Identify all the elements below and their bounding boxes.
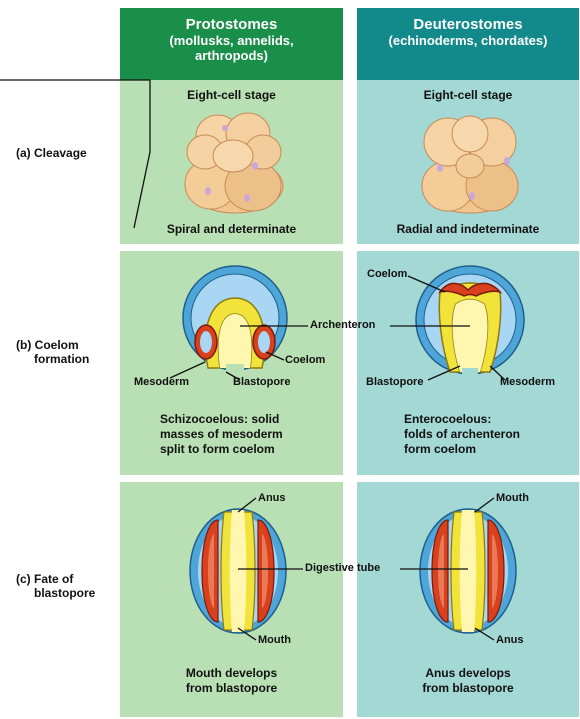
row-label-blastopore-line1: Fate of — [34, 572, 73, 586]
protostome-cleavage-caption: Spiral and determinate — [120, 222, 343, 237]
enterocoelous-line2: folds of archenteron — [404, 427, 520, 442]
row-label-cleavage-text: Cleavage — [34, 146, 87, 160]
protostomes-title: Protostomes — [120, 16, 343, 33]
schizocoelous-line2: masses of mesoderm — [160, 427, 283, 442]
row-label-blastopore-line2: blastopore — [16, 586, 95, 600]
archenteron-label: Archenteron — [310, 319, 375, 331]
deuterostome-coelom-caption: Enterocoelous: folds of archenteron form… — [404, 412, 520, 457]
protostomes-subtitle-line1: (mollusks, annelids, — [120, 33, 343, 48]
mouth-develops-line2: from blastopore — [120, 681, 343, 696]
row-letter-c: (c) — [16, 572, 31, 586]
row-letter-b: (b) — [16, 338, 31, 352]
deuterostome-blastopore-caption: Anus develops from blastopore — [357, 666, 579, 696]
coelom-label-left: Coelom — [285, 354, 325, 366]
row-label-blastopore: (c) Fate of blastopore — [16, 572, 95, 600]
protostome-stage-label: Eight-cell stage — [120, 88, 343, 103]
protostomes-header: Protostomes (mollusks, annelids, arthrop… — [120, 8, 343, 80]
protostome-blastopore-caption: Mouth develops from blastopore — [120, 666, 343, 696]
deuterostome-cleavage-caption: Radial and indeterminate — [357, 222, 579, 237]
deuterostomes-title: Deuterostomes — [357, 16, 579, 33]
anus-develops-line1: Anus develops — [357, 666, 579, 681]
schizocoelous-line3: split to form coelom — [160, 442, 283, 457]
deuterostomes-header: Deuterostomes (echinoderms, chordates) — [357, 8, 579, 80]
row-label-coelom: (b) Coelom formation — [16, 338, 89, 366]
schizocoelous-line1: Schizocoelous: solid — [160, 412, 283, 427]
protostome-coelom-caption: Schizocoelous: solid masses of mesoderm … — [160, 412, 283, 457]
row-label-coelom-line2: formation — [16, 352, 89, 366]
anus-label-right: Anus — [496, 634, 524, 646]
coelom-label-right: Coelom — [367, 268, 407, 280]
row-label-cleavage: (a) Cleavage — [16, 146, 87, 160]
mouth-label-left: Mouth — [258, 634, 291, 646]
protostome-eight-cell-embryo — [175, 106, 290, 216]
protostomes-subtitle-line2: arthropods) — [120, 48, 343, 63]
deuterostome-stage-label: Eight-cell stage — [357, 88, 579, 103]
digestive-tube-label: Digestive tube — [305, 562, 380, 574]
mouth-label-right: Mouth — [496, 492, 529, 504]
anus-develops-line2: from blastopore — [357, 681, 579, 696]
protostome-gastrula-diagram — [180, 260, 290, 380]
deuterostome-gastrula-diagram — [410, 262, 530, 382]
enterocoelous-line3: form coelom — [404, 442, 520, 457]
deuterostomes-subtitle: (echinoderms, chordates) — [357, 33, 579, 48]
deuterostome-eight-cell-embryo — [412, 106, 527, 216]
anus-label-left: Anus — [258, 492, 286, 504]
protostome-digestive-tube-diagram — [188, 506, 288, 636]
enterocoelous-line1: Enterocoelous: — [404, 412, 520, 427]
mesoderm-label-right: Mesoderm — [500, 376, 555, 388]
blastopore-label-left: Blastopore — [233, 376, 290, 388]
row-label-coelom-line1: Coelom — [35, 338, 79, 352]
blastopore-label-right: Blastopore — [366, 376, 423, 388]
deuterostome-digestive-tube-diagram — [418, 506, 518, 636]
row-letter-a: (a) — [16, 146, 31, 160]
mesoderm-label-left: Mesoderm — [134, 376, 189, 388]
mouth-develops-line1: Mouth develops — [120, 666, 343, 681]
